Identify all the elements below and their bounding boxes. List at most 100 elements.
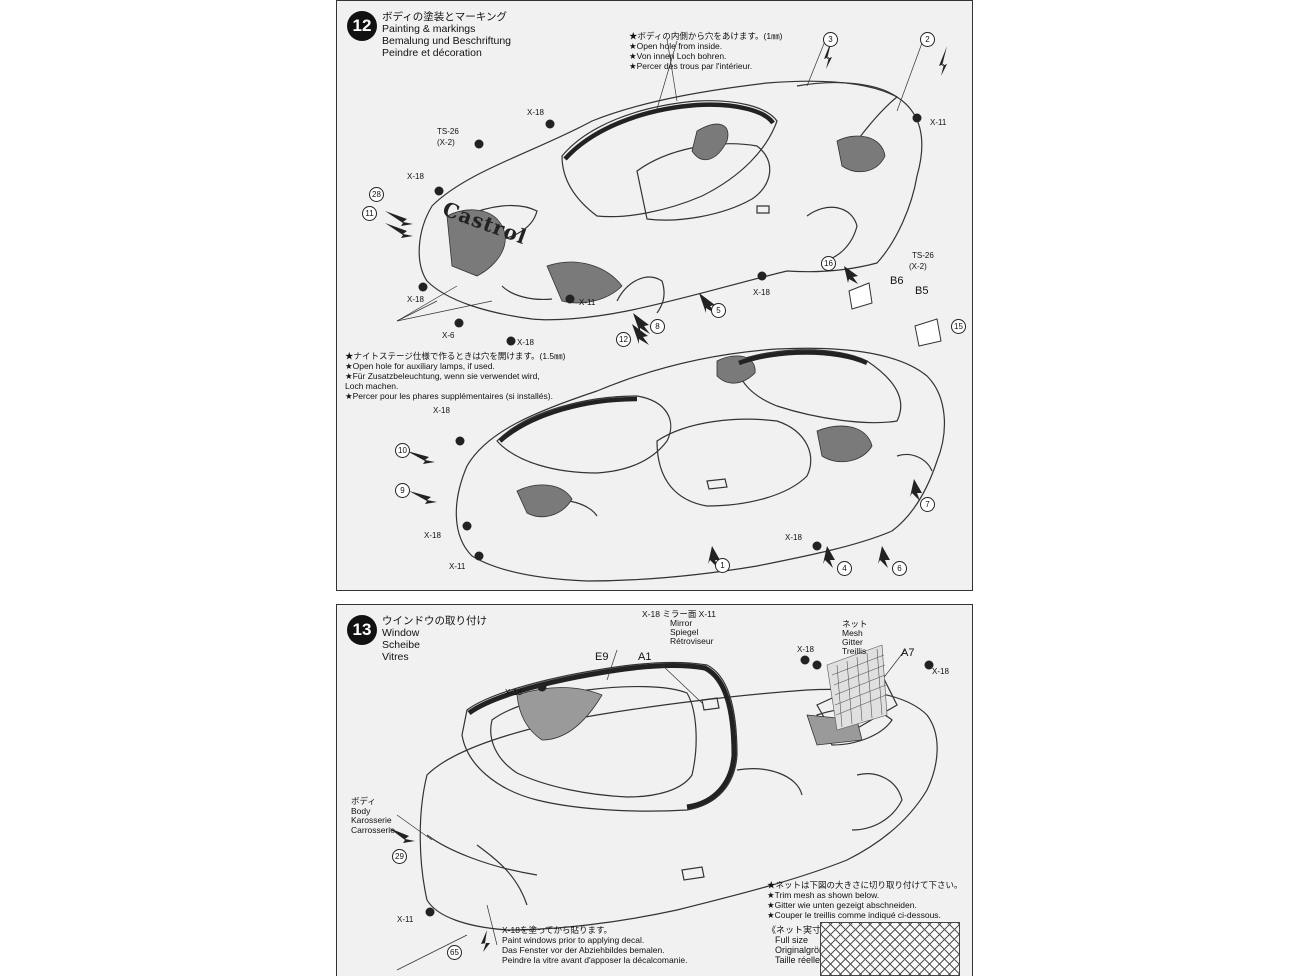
note-line: Mirror	[670, 618, 693, 628]
part-label-a7: A7	[901, 647, 915, 659]
title-fr: Vitres	[382, 651, 409, 663]
note-line: ★ボディの内側から穴をあけます。(1㎜)	[629, 31, 783, 41]
circled-number: 7	[920, 497, 935, 512]
circled-number: 8	[650, 319, 665, 334]
note-line: ★Gitter wie unten gezeigt abschneiden.	[767, 900, 917, 910]
paint-label: (X-2)	[909, 262, 927, 271]
note-line: Peindre la vitre avant d'apposer la déca…	[502, 955, 688, 965]
paint-label: X-18	[527, 108, 544, 117]
note-line: ★ネットは下図の大きさに切り取り付けて下さい。	[767, 880, 963, 890]
step-12-number: 12	[347, 11, 377, 41]
note-line: Spiegel	[670, 627, 699, 637]
note-line: ★Trim mesh as shown below.	[767, 890, 880, 900]
note-line: ★Für Zusatzbeleuchtung, wenn sie verwend…	[345, 371, 540, 381]
note-line: X-18を塗ってから貼ります。	[502, 925, 613, 935]
part-label-a1: A1	[638, 651, 652, 663]
note-line: Body	[351, 805, 371, 816]
circled-number: 10	[395, 443, 410, 458]
circled-number: 11	[362, 206, 377, 221]
circled-number: 15	[951, 319, 966, 334]
title-de: Bemalung und Beschriftung	[382, 35, 511, 47]
note-line: ★Open hole for auxiliary lamps, if used.	[345, 361, 495, 371]
circled-number: 1	[715, 558, 730, 573]
circled-number: 12	[616, 332, 631, 347]
paint-label: X-18	[505, 688, 522, 697]
paint-label: X-11	[579, 298, 596, 307]
title-de: Scheibe	[382, 639, 420, 651]
paint-label: X-18	[407, 295, 424, 304]
full-size-legend: 《ネット実寸図》 Full size Originalgröße Taille …	[767, 925, 839, 965]
note-line: ★Open hole from inside.	[629, 41, 723, 51]
body-note: ボディ Body Karosserie Carrosserie	[351, 796, 395, 835]
paint-label: TS-26	[437, 127, 459, 136]
part-label-b6: B6	[890, 275, 904, 287]
paint-label: X-18	[932, 667, 949, 676]
circled-number: 65	[447, 945, 462, 960]
step-12-title: ボディの塗装とマーキング Painting & markings Bemalun…	[382, 11, 511, 59]
title-en: Window	[382, 627, 420, 639]
paint-label: X-11	[449, 562, 466, 571]
part-label-b5: B5	[915, 285, 929, 297]
note-line: ★Percer pour les phares supplémentaires …	[345, 391, 553, 401]
step-13-title: ウインドウの取り付け Window Scheibe Vitres	[382, 615, 487, 663]
mesh-note: ネット Mesh Gitter Treillis	[842, 620, 868, 656]
note-line: Das Fenster vor der Abziehbildes bemalen…	[502, 945, 665, 955]
step-13-number: 13	[347, 615, 377, 645]
circled-number: 9	[395, 483, 410, 498]
circled-number: 16	[821, 256, 836, 271]
note-line: ★ナイトステージ仕様で作るときは穴を開けます。(1.5㎜)	[345, 351, 566, 361]
note-line: Mesh	[842, 628, 863, 638]
part-label-e9: E9	[595, 651, 609, 663]
circled-number: 3	[823, 32, 838, 47]
paint-label: TS-26	[912, 251, 934, 260]
note-line: X-18 ミラー面 X-11	[642, 609, 717, 619]
title-jp: ウインドウの取り付け	[382, 615, 487, 627]
legend-line: Originalgröße	[775, 945, 830, 955]
paint-label: X-18	[797, 645, 814, 654]
note-line: Rétroviseur	[670, 636, 714, 646]
paint-label: X-18	[433, 406, 450, 415]
paint-label: X-18	[785, 533, 802, 542]
paint-label: X-18	[753, 288, 770, 297]
paint-label: X-18	[424, 531, 441, 540]
step-12-body-illustration	[385, 35, 947, 582]
paint-label: (X-2)	[437, 138, 455, 147]
paint-label: X-6	[442, 331, 455, 340]
note-line: Karosserie	[351, 815, 392, 825]
step-12-panel: 12 ボディの塗装とマーキング Painting & markings Bema…	[336, 0, 973, 591]
note-line: Loch machen.	[345, 381, 399, 391]
circled-number: 6	[892, 561, 907, 576]
paint-label: X-11	[930, 118, 947, 127]
legend-line: Taille réelle	[775, 955, 821, 965]
title-jp: ボディの塗装とマーキング	[382, 11, 507, 23]
note-line: Paint windows prior to applying decal.	[502, 935, 645, 945]
mirror-note: X-18 ミラー面 X-11 Mirror Spiegel Rétroviseu…	[642, 610, 716, 646]
circled-number: 2	[920, 32, 935, 47]
circled-number: 29	[392, 849, 407, 864]
note-line: Carrosserie	[351, 824, 395, 835]
circled-number: 5	[711, 303, 726, 318]
note-hole-inside: ★ボディの内側から穴をあけます。(1㎜) ★Open hole from ins…	[629, 31, 782, 71]
note-line: ネット	[842, 619, 868, 629]
note-aux-lamps: ★ナイトステージ仕様で作るときは穴を開けます。(1.5㎜) ★Open hole…	[345, 351, 565, 401]
circled-number: 4	[837, 561, 852, 576]
legend-line: Full size	[775, 935, 809, 945]
paint-label: X-18	[407, 172, 424, 181]
note-line: Gitter	[842, 637, 863, 647]
trim-mesh-note: ★ネットは下図の大きさに切り取り付けて下さい。 ★Trim mesh as sh…	[767, 880, 963, 920]
paint-window-note: X-18を塗ってから貼ります。 Paint windows prior to a…	[502, 925, 687, 965]
note-line: ★Von innen Loch bohren.	[629, 51, 727, 61]
note-line: ボディ	[351, 796, 376, 806]
circled-number: 28	[369, 187, 384, 202]
full-size-mesh-sample	[820, 922, 960, 976]
note-line: Treillis	[842, 646, 867, 656]
title-fr: Peindre et décoration	[382, 47, 482, 59]
step-13-window-illustration	[389, 644, 938, 971]
legend-line: 《ネット実寸図》	[767, 925, 840, 935]
paint-label: X-11	[397, 915, 414, 924]
step-13-panel: 13 ウインドウの取り付け Window Scheibe Vitres X-18…	[336, 604, 973, 976]
paint-label: X-18	[517, 338, 534, 347]
note-line: ★Couper le treillis comme indiqué ci-des…	[767, 910, 941, 920]
note-line: ★Percer des trous par l'intérieur.	[629, 61, 753, 71]
